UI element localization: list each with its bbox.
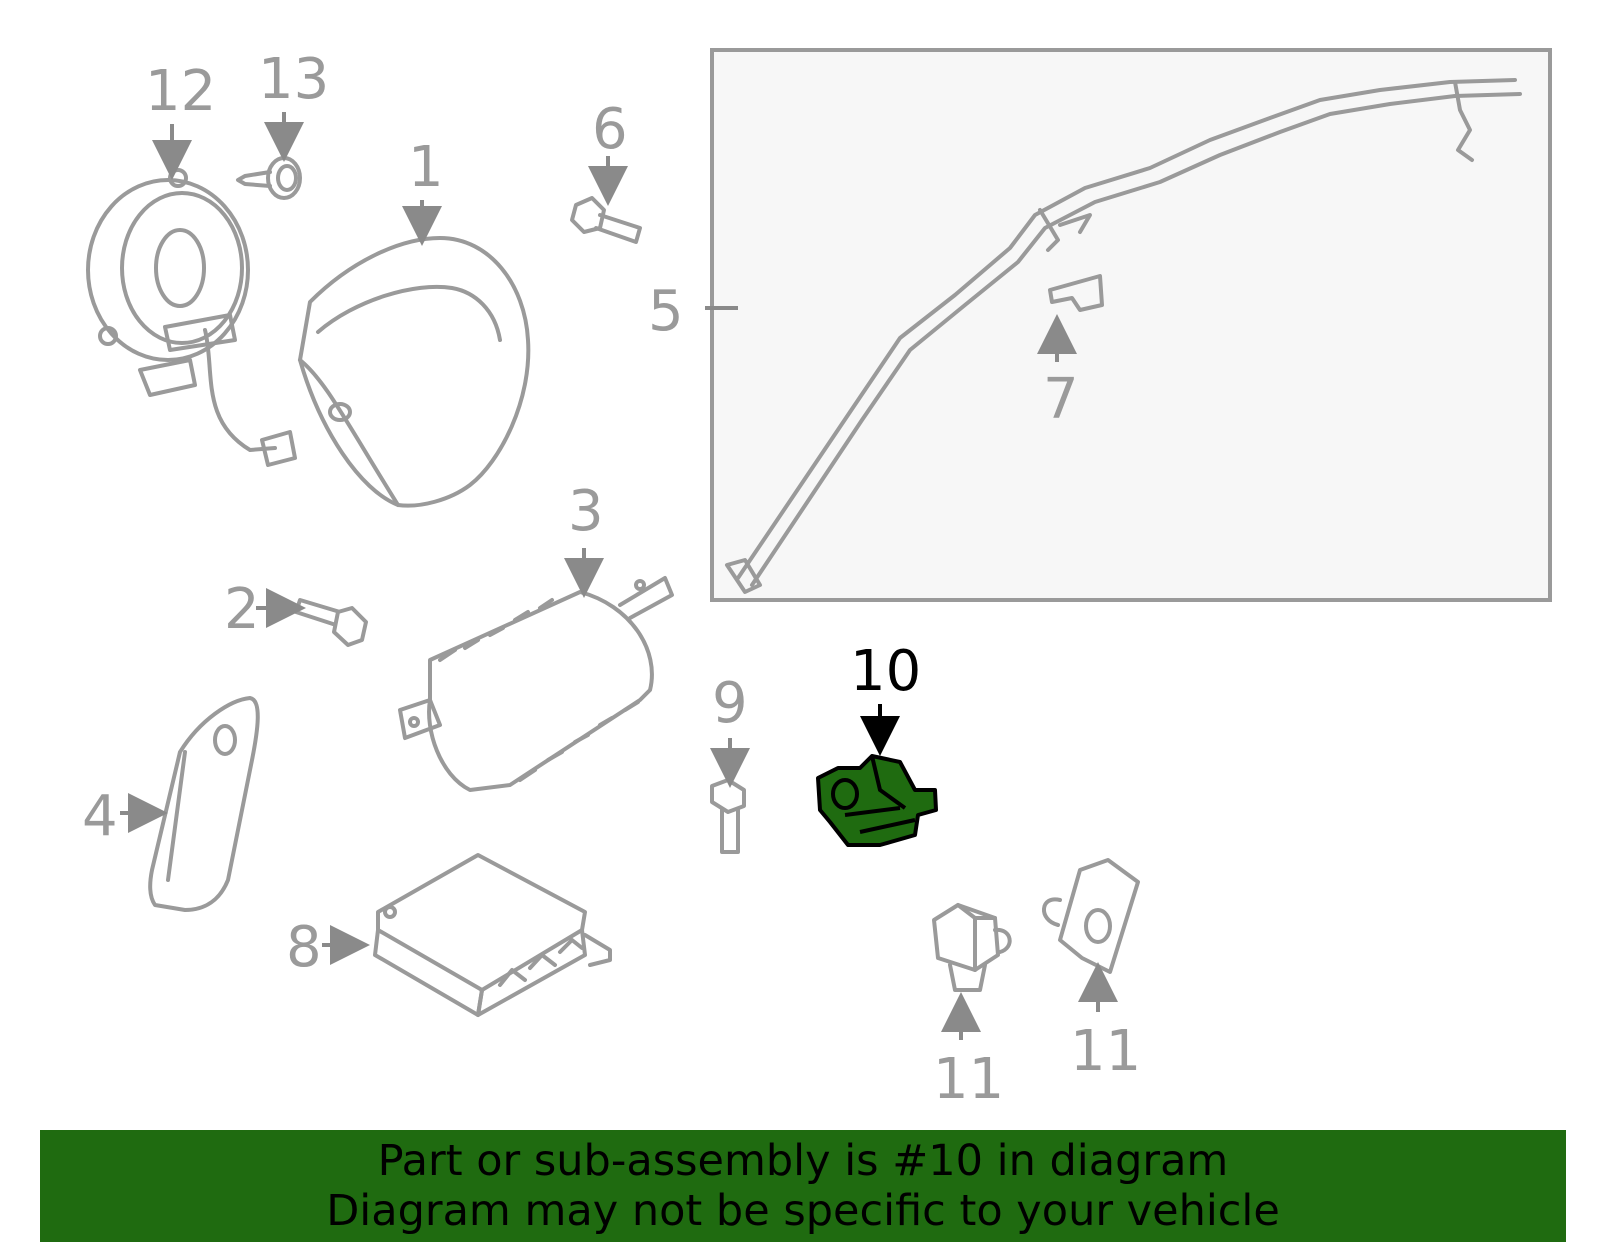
driver-airbag-part-1 xyxy=(298,236,531,508)
callout-8: 8 xyxy=(286,915,322,980)
bolt-part-9 xyxy=(710,778,746,854)
callout-9: 9 xyxy=(712,671,748,736)
bolt-part-6 xyxy=(570,196,642,244)
sensor-part-11-left xyxy=(932,903,1012,992)
part-info-banner: Part or sub-assembly is #10 in diagram D… xyxy=(40,1130,1566,1242)
callout-5: 5 xyxy=(648,279,684,344)
callout-1: 1 xyxy=(408,135,444,200)
knee-airbag-part-4 xyxy=(148,696,260,912)
callout-7: 7 xyxy=(1043,367,1079,432)
callout-13: 13 xyxy=(258,47,329,112)
callout-3: 3 xyxy=(568,479,604,544)
banner-line-1: Part or sub-assembly is #10 in diagram xyxy=(377,1136,1229,1186)
banner-line-2: Diagram may not be specific to your vehi… xyxy=(326,1186,1280,1236)
curtain-airbag-part-5 xyxy=(710,48,1552,602)
callout-2: 2 xyxy=(224,577,260,642)
callout-4: 4 xyxy=(82,784,118,849)
callout-11-right: 11 xyxy=(1070,1019,1141,1084)
bolt-part-2 xyxy=(294,598,368,647)
callout-11-left: 11 xyxy=(933,1047,1004,1112)
clock-spring-part-12 xyxy=(86,168,297,467)
impact-sensor-part-10 xyxy=(816,754,938,847)
callout-12: 12 xyxy=(145,59,216,124)
sensor-part-11-right xyxy=(1042,858,1140,974)
callout-6: 6 xyxy=(592,97,628,162)
passenger-airbag-part-3 xyxy=(398,576,674,792)
callout-10: 10 xyxy=(850,639,921,704)
airbag-control-module-part-8 xyxy=(373,853,612,1017)
screw-part-13 xyxy=(236,156,302,200)
